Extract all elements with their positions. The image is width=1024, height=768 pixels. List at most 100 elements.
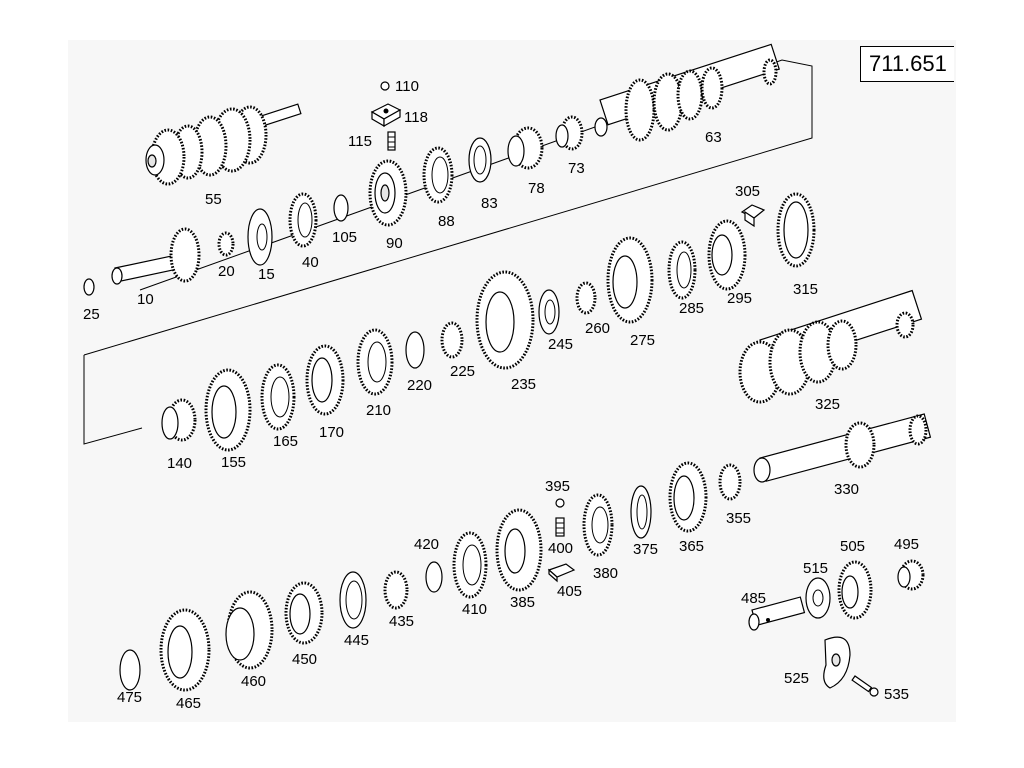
part-40: [288, 192, 318, 248]
label-155: 155: [221, 454, 246, 471]
part-25: [83, 278, 95, 296]
part-73: [555, 115, 584, 151]
part-445: [339, 571, 367, 629]
part-15: [247, 208, 273, 266]
part-465: [159, 608, 211, 692]
label-380: 380: [593, 565, 618, 582]
part-525: [823, 636, 851, 689]
part-118: [370, 103, 402, 128]
label-83: 83: [481, 195, 498, 212]
label-495: 495: [894, 536, 919, 553]
label-165: 165: [273, 433, 298, 450]
part-495: [897, 559, 925, 591]
label-295: 295: [727, 290, 752, 307]
label-170: 170: [319, 424, 344, 441]
part-275: [606, 236, 654, 324]
part-210: [356, 328, 394, 396]
label-73: 73: [568, 160, 585, 177]
part-90: [368, 159, 408, 227]
part-220: [405, 331, 425, 369]
label-225: 225: [450, 363, 475, 380]
label-355: 355: [726, 510, 751, 527]
label-55: 55: [205, 191, 222, 208]
label-410: 410: [462, 601, 487, 618]
label-395: 395: [545, 478, 570, 495]
label-365: 365: [679, 538, 704, 555]
label-420: 420: [414, 536, 439, 553]
part-305: [740, 204, 766, 228]
part-385: [495, 508, 543, 592]
part-380: [582, 493, 614, 557]
label-25: 25: [83, 306, 100, 323]
part-235: [475, 270, 535, 370]
part-225: [440, 321, 464, 359]
label-435: 435: [389, 613, 414, 630]
label-110: 110: [395, 78, 419, 95]
part-140: [161, 398, 197, 442]
label-275: 275: [630, 332, 655, 349]
assembly-outline-lower: [83, 355, 143, 445]
label-450: 450: [292, 651, 317, 668]
label-460: 460: [241, 673, 266, 690]
label-20: 20: [218, 263, 235, 280]
label-525: 525: [784, 670, 809, 687]
label-325: 325: [815, 396, 840, 413]
label-485: 485: [741, 590, 766, 607]
part-110: [380, 81, 390, 91]
label-63: 63: [705, 129, 722, 146]
label-210: 210: [366, 402, 391, 419]
label-505: 505: [840, 538, 865, 555]
part-63: [594, 43, 780, 142]
label-375: 375: [633, 541, 658, 558]
part-330: [753, 413, 932, 483]
part-260: [575, 281, 597, 315]
label-140: 140: [167, 455, 192, 472]
label-285: 285: [679, 300, 704, 317]
label-10: 10: [137, 291, 154, 308]
part-88: [422, 146, 454, 204]
label-235: 235: [511, 376, 536, 393]
label-78: 78: [528, 180, 545, 197]
part-460: [225, 590, 274, 670]
label-445: 445: [344, 632, 369, 649]
part-435: [383, 570, 409, 610]
label-400: 400: [548, 540, 573, 557]
label-330: 330: [834, 481, 859, 498]
part-365: [668, 461, 708, 533]
label-260: 260: [585, 320, 610, 337]
label-105: 105: [332, 229, 357, 246]
part-405: [547, 563, 576, 583]
drawing-code-box: 711.651: [860, 46, 954, 82]
part-83: [468, 137, 492, 183]
part-315: [776, 192, 816, 268]
label-385: 385: [510, 594, 535, 611]
part-400: [555, 517, 565, 537]
part-55: [145, 103, 302, 186]
label-515: 515: [803, 560, 828, 577]
part-515: [805, 577, 831, 619]
label-220: 220: [407, 377, 432, 394]
part-20: [217, 231, 235, 257]
part-505: [837, 560, 873, 620]
label-465: 465: [176, 695, 201, 712]
part-285: [667, 240, 697, 300]
part-475: [119, 649, 141, 691]
label-245: 245: [548, 336, 573, 353]
part-10: [111, 227, 201, 285]
part-450: [284, 581, 324, 645]
part-355: [718, 463, 742, 501]
label-115: 115: [348, 133, 372, 150]
part-170: [305, 344, 345, 416]
drawing-code: 711.651: [869, 51, 947, 76]
label-88: 88: [438, 213, 455, 230]
label-475: 475: [117, 689, 142, 706]
part-375: [630, 485, 652, 539]
part-325: [738, 289, 923, 404]
label-315: 315: [793, 281, 818, 298]
part-105: [333, 194, 349, 222]
label-15: 15: [258, 266, 275, 283]
part-155: [204, 368, 252, 452]
label-535: 535: [884, 686, 909, 703]
part-420: [425, 561, 443, 593]
